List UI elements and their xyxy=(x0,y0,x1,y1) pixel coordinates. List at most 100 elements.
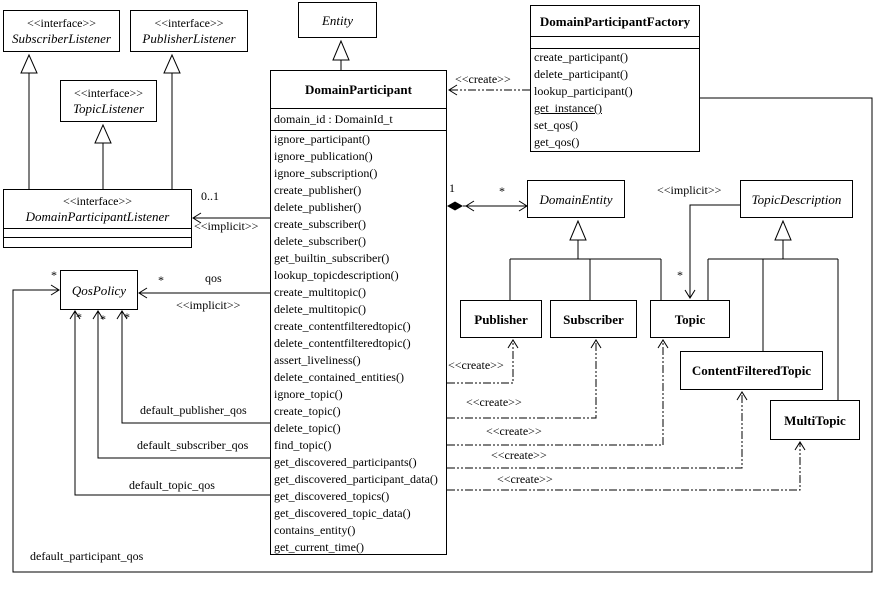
method-compartment xyxy=(4,237,191,247)
member-row: get_discovered_participants() xyxy=(274,455,417,469)
class-name: DomainParticipant xyxy=(305,82,412,97)
member-row: ignore_subscription() xyxy=(274,166,378,180)
member-row: create_publisher() xyxy=(274,183,362,197)
create-label: <<create>> xyxy=(497,472,553,486)
class-name: DomainParticipantFactory xyxy=(539,13,691,29)
class-subscriberlistener: <<interface>> SubscriberListener xyxy=(3,10,120,52)
member-row: ignore_publication() xyxy=(274,149,373,163)
member-row: lookup_participant() xyxy=(534,84,633,98)
arrowheads xyxy=(50,84,806,451)
member-row: get_discovered_participant_data() xyxy=(274,472,438,486)
member-row: delete_topic() xyxy=(274,421,341,435)
class-name: Topic xyxy=(674,311,706,327)
multiplicity-star-label: * xyxy=(158,273,164,287)
method-compartment: ignore_participant() ignore_publication()… xyxy=(271,130,446,555)
class-domainparticipantfactory: DomainParticipantFactory create_particip… xyxy=(530,5,700,152)
member-row: create_contentfilteredtopic() xyxy=(274,319,411,333)
member-row: create_subscriber() xyxy=(274,217,366,231)
create-contentfilteredtopic-line xyxy=(447,392,743,469)
class-contentfilteredtopic: ContentFilteredTopic xyxy=(680,351,823,390)
class-name: Entity xyxy=(321,12,354,28)
attribute-compartment: domain_id : DomainId_t xyxy=(271,108,446,130)
member-row: delete_contentfilteredtopic() xyxy=(274,336,411,350)
member-row: get_discovered_topic_data() xyxy=(274,506,411,520)
role-qos-label: qos xyxy=(205,271,222,285)
class-name: ContentFilteredTopic xyxy=(691,363,812,378)
assoc-default-subscriber-qos-line xyxy=(97,311,270,459)
implicit-label: <<implicit>> xyxy=(657,183,722,197)
method-compartment: create_participant() delete_participant()… xyxy=(531,48,699,152)
generalization-triangles xyxy=(20,39,792,241)
member-row: delete_multitopic() xyxy=(274,302,366,316)
stereotype-label: <<interface>> xyxy=(26,16,97,30)
multiplicity-star-label: * xyxy=(677,268,683,282)
member-row: get_instance() xyxy=(534,101,602,115)
class-multitopic: MultiTopic xyxy=(770,400,860,440)
class-qospolicy: QosPolicy xyxy=(60,270,138,310)
assoc-default-publisher-qos-line xyxy=(121,311,270,424)
member-row: ignore_participant() xyxy=(274,132,370,146)
class-name: DomainParticipantListener xyxy=(25,209,170,224)
member-row: delete_participant() xyxy=(534,67,628,81)
class-name: PublisherListener xyxy=(142,31,236,46)
create-subscriber-line xyxy=(447,340,597,419)
member-row: create_multitopic() xyxy=(274,285,366,299)
create-label: <<create>> xyxy=(491,448,547,462)
class-topic: Topic xyxy=(650,300,730,338)
member-row: get_builtin_subscriber() xyxy=(274,251,390,265)
member-row: get_current_time() xyxy=(274,540,364,554)
stereotype-label: <<interface>> xyxy=(154,16,224,30)
role-default-subscriber-qos-label: default_subscriber_qos xyxy=(137,438,249,452)
class-name: Publisher xyxy=(474,311,528,327)
class-name: QosPolicy xyxy=(71,282,127,298)
class-entity: Entity xyxy=(298,2,377,38)
member-row: lookup_topicdescription() xyxy=(274,268,399,282)
class-name: TopicDescription xyxy=(751,191,842,207)
class-topicdescription: TopicDescription xyxy=(740,180,853,218)
create-publisher-line xyxy=(447,340,514,384)
member-row: create_topic() xyxy=(274,404,341,418)
multiplicity-star-label: * xyxy=(100,312,106,326)
role-default-topic-qos-label: default_topic_qos xyxy=(129,478,215,492)
class-domainparticipantlistener: <<interface>> DomainParticipantListener xyxy=(3,189,192,248)
class-topiclistener: <<interface>> TopicListener xyxy=(60,80,157,122)
member-row: get_discovered_topics() xyxy=(274,489,390,503)
create-label: <<create>> xyxy=(486,424,542,438)
attribute-compartment xyxy=(531,36,699,48)
class-domainparticipant: DomainParticipant domain_id : DomainId_t… xyxy=(270,70,447,555)
gen-topicdescription-tree xyxy=(707,240,839,400)
class-subscriber: Subscriber xyxy=(550,300,637,338)
role-default-participant-qos-label: default_participant_qos xyxy=(30,549,144,563)
class-domainentity: DomainEntity xyxy=(527,180,625,218)
member-row: create_participant() xyxy=(534,50,628,64)
assoc-default-topic-qos-line xyxy=(74,311,270,496)
create-label: <<create>> xyxy=(466,395,522,409)
assoc-implicit-topicdescription-line xyxy=(689,204,740,298)
member-row: delete_contained_entities() xyxy=(274,370,404,384)
member-row: contains_entity() xyxy=(274,523,356,537)
implicit-label: <<implicit>> xyxy=(194,219,259,233)
multiplicity-1-label: 1 xyxy=(449,181,455,195)
stereotype-label: <<interface>> xyxy=(62,194,133,208)
class-name: MultiTopic xyxy=(784,412,846,428)
member-row: assert_liveliness() xyxy=(274,353,361,367)
create-label: <<create>> xyxy=(448,358,504,372)
member-row: delete_subscriber() xyxy=(274,234,366,248)
member-row: find_topic() xyxy=(274,438,332,452)
class-name: DomainEntity xyxy=(539,191,613,207)
member-row: set_qos() xyxy=(534,118,578,132)
gen-domainentity-tree xyxy=(509,240,662,300)
member-row: get_qos() xyxy=(534,135,580,149)
member-row: ignore_topic() xyxy=(274,387,343,401)
class-publisherlistener: <<interface>> PublisherListener xyxy=(130,10,248,52)
multiplicity-star-label: * xyxy=(51,268,57,282)
role-default-publisher-qos-label: default_publisher_qos xyxy=(140,403,247,417)
member-row: delete_publisher() xyxy=(274,200,362,214)
create-topic-line xyxy=(447,340,664,446)
assoc-default-participant-qos-line xyxy=(12,97,873,573)
multiplicity-0-1-label: 0..1 xyxy=(201,189,219,203)
attribute-compartment xyxy=(4,228,191,237)
composition-diamond xyxy=(447,201,463,211)
